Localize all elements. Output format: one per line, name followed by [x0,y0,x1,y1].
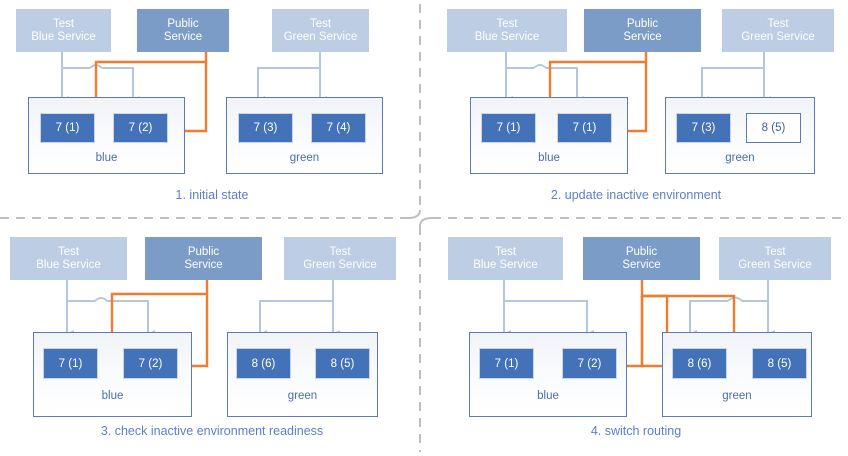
service-test-green[interactable]: Test Green Service [719,237,831,280]
panel-4-caption: 4. switch routing [590,424,682,438]
service-test-blue-label: Test Blue Service [31,17,96,43]
service-public-label: Public Service [622,245,661,271]
panel-2-caption: 2. update inactive environment [550,188,722,202]
service-test-green[interactable]: Test Green Service [284,237,396,280]
instance-green-2[interactable]: 8 (5) [746,113,801,143]
panel-1: Test Blue Service Public Service Test Gr… [0,0,424,228]
service-public[interactable]: Public Service [584,9,701,52]
instance-green-1[interactable]: 8 (6) [672,348,727,379]
service-test-blue[interactable]: Test Blue Service [16,9,111,52]
instance-blue-1[interactable]: 7 (1) [43,348,98,379]
instance-green-1[interactable]: 7 (3) [238,113,293,143]
instance-blue-1[interactable]: 7 (1) [479,348,534,379]
panel-1-caption: 1. initial state [175,188,249,202]
service-public[interactable]: Public Service [137,9,229,52]
service-public-label: Public Service [184,245,223,271]
env-green-label: green [725,152,755,164]
panel-3: Test Blue Service Public Service Test Gr… [0,228,424,456]
instance-blue-2[interactable]: 7 (2) [113,113,168,143]
instance-blue-2[interactable]: 7 (2) [562,348,617,379]
env-blue-label: blue [95,152,118,164]
service-test-green-label: Test Green Service [283,17,358,43]
service-test-blue-label: Test Blue Service [36,245,101,271]
env-blue-label: blue [538,152,560,164]
instance-green-2[interactable]: 8 (5) [315,348,370,379]
service-public-label: Public Service [163,17,203,43]
env-blue-label: blue [101,390,124,402]
service-test-green[interactable]: Test Green Service [272,9,369,52]
service-public[interactable]: Public Service [145,237,262,280]
service-test-blue[interactable]: Test Blue Service [10,237,127,280]
instance-blue-2[interactable]: 7 (1) [557,113,612,143]
service-test-blue[interactable]: Test Blue Service [447,9,567,52]
service-public[interactable]: Public Service [583,237,700,280]
service-test-green-label: Test Green Service [738,245,812,271]
env-blue-label: blue [537,390,559,402]
service-test-green[interactable]: Test Green Service [722,9,834,52]
panel-3-caption: 3. check inactive environment readiness [100,424,324,438]
service-public-label: Public Service [623,17,662,43]
instance-green-2[interactable]: 7 (4) [311,113,366,143]
instance-blue-1[interactable]: 7 (1) [481,113,536,143]
instance-blue-1[interactable]: 7 (1) [40,113,95,143]
env-green-label: green [287,390,318,402]
env-green-label: green [289,152,320,164]
instance-green-2[interactable]: 8 (5) [752,348,807,379]
service-test-green-label: Test Green Service [303,245,377,271]
service-test-blue[interactable]: Test Blue Service [448,237,563,280]
instance-green-1[interactable]: 8 (6) [236,348,291,379]
service-test-blue-label: Test Blue Service [473,245,538,271]
env-green-label: green [722,390,752,402]
panel-2: Test Blue Service Public Service Test Gr… [424,0,848,228]
instance-blue-2[interactable]: 7 (2) [123,348,178,379]
service-test-blue-label: Test Blue Service [474,17,540,43]
service-test-green-label: Test Green Service [741,17,815,43]
panel-4-wires [503,280,775,371]
panel-4: Test Blue Service Public Service Test Gr… [424,228,848,456]
instance-green-1[interactable]: 7 (3) [676,113,731,143]
